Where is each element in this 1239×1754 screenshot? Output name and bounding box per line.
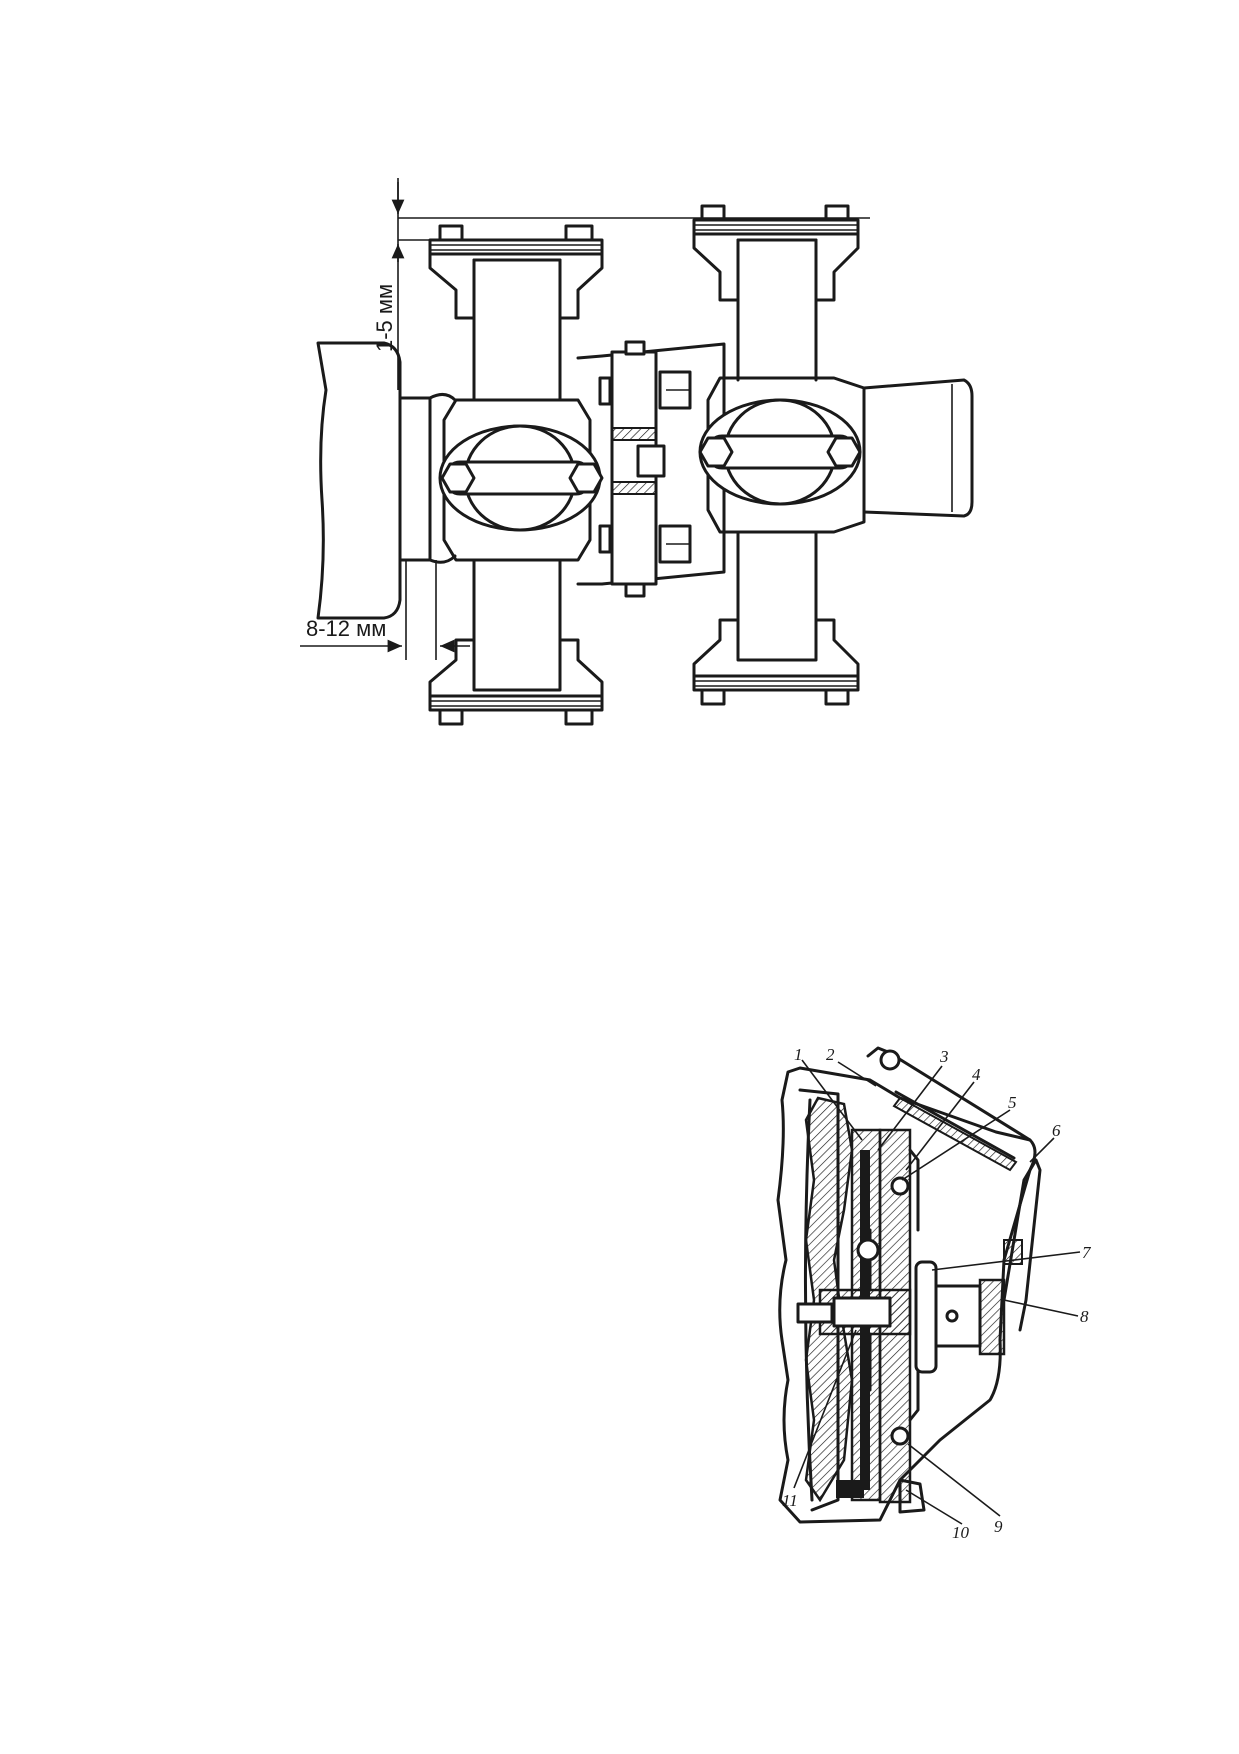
left-flange-assembly [428,224,604,726]
callout-1: 1 [794,1045,803,1064]
bolt-head [700,688,726,706]
bolt-head [564,708,594,726]
callout-6: 6 [1052,1121,1061,1140]
callout-labels: 1 2 3 4 5 6 7 8 9 10 11 [782,1045,1092,1542]
callout-4: 4 [972,1065,981,1084]
dimension-vertical: 1-5 мм [372,178,870,390]
hex-nut [826,436,862,468]
clutch-section-figure: 1 2 3 4 5 6 7 8 9 10 11 [776,1045,1092,1542]
bolt-head [438,708,464,726]
dim-label-vertical: 1-5 мм [372,284,397,352]
callout-3: 3 [939,1047,949,1066]
callout-5: 5 [1008,1093,1017,1112]
coupling-alignment-figure: 1-5 мм 8-12 мм [300,178,974,726]
driven-shaft [862,378,974,518]
hex-nut [568,462,604,494]
motor-housing [316,341,457,620]
callout-11: 11 [782,1491,798,1510]
callout-2: 2 [826,1045,835,1064]
dim-label-horizontal: 8-12 мм [306,616,386,641]
hex-nut [440,462,476,494]
dimension-horizontal: 8-12 мм [300,560,470,660]
callout-8: 8 [1080,1307,1089,1326]
callout-leaders [793,1059,1081,1525]
hex-nut [698,436,734,468]
right-flange-assembly [692,204,866,706]
callout-9: 9 [994,1517,1003,1536]
bolt-head [824,688,850,706]
coupling-disk [576,340,726,598]
callout-10: 10 [952,1523,970,1542]
callout-7: 7 [1082,1243,1092,1262]
